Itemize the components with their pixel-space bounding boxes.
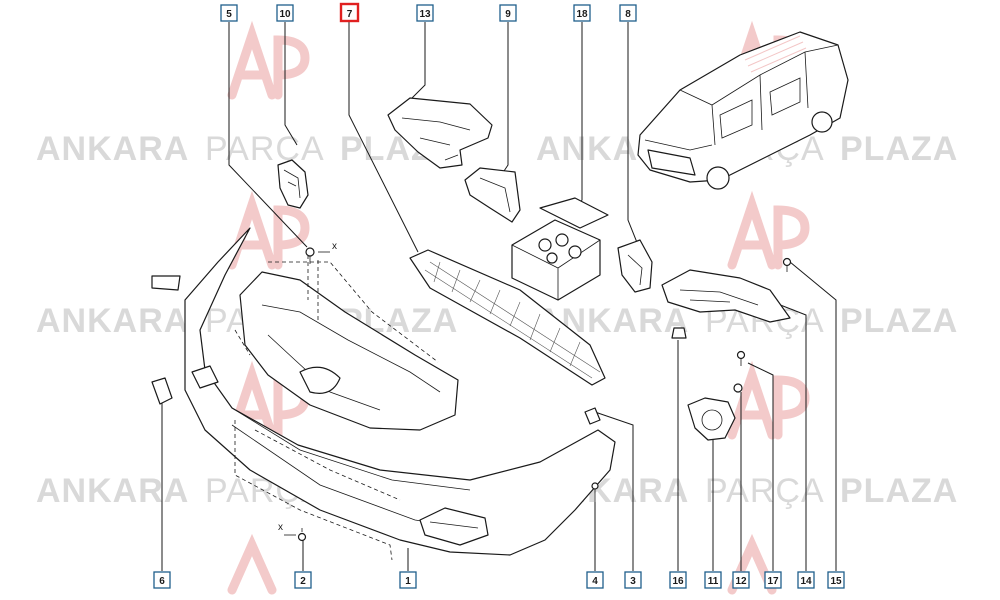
dimension-marks: x x [278,241,337,536]
callout-label: 1 [405,576,411,587]
callout-4[interactable]: 4 [586,571,604,589]
callout-label: 3 [630,576,636,587]
callout-3[interactable]: 3 [624,571,642,589]
callout-5[interactable]: 5 [220,4,238,22]
callout-label: 9 [505,9,511,20]
part-11-fog-bracket [687,397,736,441]
callout-label: 4 [592,576,598,587]
part-7-lower-grille [409,249,606,386]
watermark-brand-a: ANKARA [36,302,189,340]
part-8-side-bracket [617,239,653,293]
part-1-front-bumper [184,227,616,556]
callout-label: 5 [226,9,232,20]
callout-7-highlighted[interactable]: 7 [339,2,360,23]
watermark-brand-b: PARÇA [205,130,325,168]
part-18-fastener-box [511,197,609,301]
callout-8[interactable]: 8 [619,4,637,22]
watermark-brand-c: PLAZA [840,302,958,340]
dimension-x-bottom: x [278,522,283,533]
vehicle-illustration [637,31,849,190]
part-6-cover [151,377,173,405]
leader-lines [161,22,837,571]
part-3-clip [584,407,601,425]
part-16-clip [671,327,687,339]
callout-13[interactable]: 13 [416,4,434,22]
callout-16[interactable]: 16 [669,571,687,589]
callout-label: 18 [576,9,588,20]
dimension-x-top: x [332,241,337,252]
callout-1[interactable]: 1 [399,571,417,589]
part-12-clip [733,383,743,393]
callouts: 5 10 7 13 9 18 8 6 [153,2,845,589]
callout-label: 13 [419,9,431,20]
upper-grille-frame [234,261,459,431]
callout-label: 6 [159,576,165,587]
part-5-clip [305,247,315,264]
callout-12[interactable]: 12 [732,571,750,589]
part-15-clip [782,257,792,272]
callout-14[interactable]: 14 [797,571,815,589]
watermark-brand-c: PLAZA [840,472,958,510]
callout-label: 16 [672,576,684,587]
fasteners [297,247,792,542]
callout-label: 7 [347,9,353,20]
assembly-guides [234,255,401,561]
part-13-under-shield [387,97,493,169]
watermark-brand-b: PARÇA [705,472,825,510]
watermark-brand-a: ANKARA [36,130,189,168]
part-17-clip [736,350,746,366]
callout-10[interactable]: 10 [276,4,294,22]
callout-label: 2 [300,576,306,587]
callout-label: 17 [767,576,779,587]
callout-11[interactable]: 11 [704,571,722,589]
part-2-screw [297,528,307,542]
callout-17[interactable]: 17 [764,571,782,589]
license-plate-holder [151,275,181,291]
callout-6[interactable]: 6 [153,571,171,589]
callout-label: 15 [830,576,842,587]
watermark-brand-a: ANKARA [36,472,189,510]
callout-18[interactable]: 18 [573,4,591,22]
part-9-air-guide [464,167,521,223]
part-10-bracket [277,159,309,209]
callout-label: 14 [800,576,812,587]
part-14-lower-shield [661,269,791,323]
callout-label: 8 [625,9,631,20]
callout-label: 11 [708,576,719,587]
callout-2[interactable]: 2 [294,571,312,589]
callout-9[interactable]: 9 [499,4,517,22]
part-4-screw [591,482,599,502]
callout-label: 12 [735,576,747,587]
callout-15[interactable]: 15 [827,571,845,589]
callout-label: 10 [279,9,291,20]
watermark-brand-c: PLAZA [840,130,958,168]
